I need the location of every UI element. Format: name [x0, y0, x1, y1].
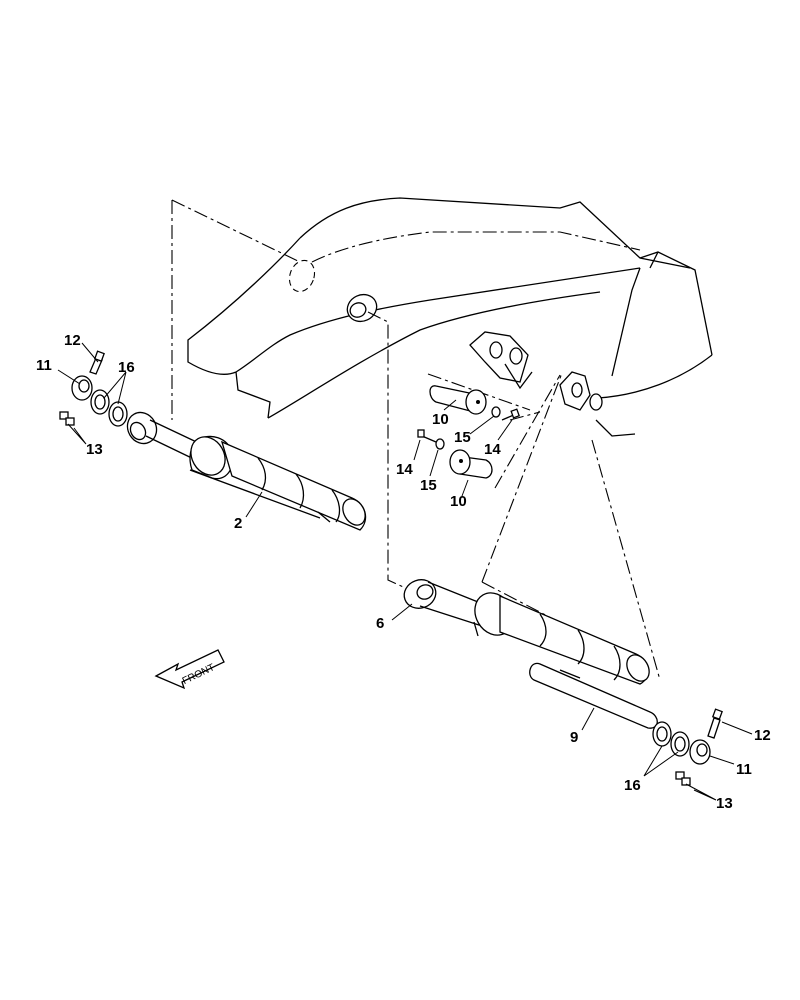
washer-part-15-upper [491, 406, 501, 418]
label-leaders [57, 342, 753, 801]
boom-outline [187, 197, 713, 437]
cylinder-part-6 [403, 579, 650, 685]
label-part-14-upper: 14 [484, 441, 501, 458]
label-part-10-lower: 10 [450, 493, 467, 510]
part-number-labels: 12 11 16 13 2 10 15 14 14 15 10 6 9 12 1… [36, 332, 771, 812]
washer-part-15-lower [435, 438, 445, 450]
label-part-16-right: 16 [624, 777, 641, 794]
label-part-2: 2 [234, 515, 242, 532]
label-part-11-left: 11 [36, 357, 52, 374]
label-part-13-left: 13 [86, 441, 103, 458]
label-part-10-upper: 10 [432, 411, 449, 428]
cylinder-part-2 [126, 411, 367, 531]
plate-part-11-right [689, 739, 711, 765]
label-part-16-left: 16 [118, 359, 135, 376]
plate-part-11-left [71, 375, 93, 401]
nut-part-13-left [59, 411, 75, 426]
pin-part-10-lower [449, 449, 493, 479]
label-part-15-lower: 15 [420, 477, 437, 494]
spacer-part-16-right [652, 721, 690, 757]
front-direction-arrow: FRONT [154, 649, 225, 690]
label-part-15-upper: 15 [454, 429, 471, 446]
bolt-part-12-right [707, 708, 723, 739]
label-part-11-right: 11 [736, 761, 752, 778]
label-part-9: 9 [570, 729, 578, 746]
label-part-12-right: 12 [754, 727, 771, 744]
bolt-part-12-left [89, 350, 105, 375]
pin-part-9 [529, 662, 658, 729]
bolt-part-14-upper [501, 408, 521, 421]
label-part-12-left: 12 [64, 332, 81, 349]
pin-part-10-upper [429, 385, 487, 415]
label-part-6: 6 [376, 615, 384, 632]
label-part-13-right: 13 [716, 795, 733, 812]
spacer-part-16-left [90, 389, 128, 427]
bolt-part-14-lower [417, 429, 437, 443]
label-part-14-lower: 14 [396, 461, 413, 478]
nut-part-13-right [675, 771, 691, 786]
